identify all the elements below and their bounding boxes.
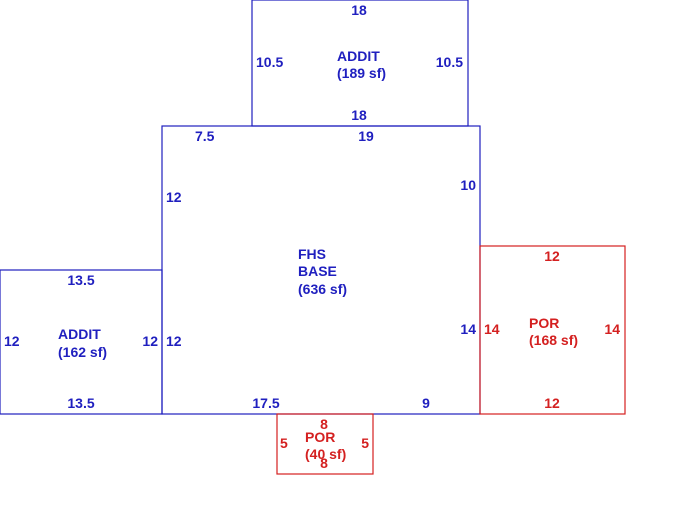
addition-left-outline [0, 269, 163, 415]
porch-right-dim-top: 12 [544, 248, 560, 264]
base-dim-bottom-left: 17.5 [252, 395, 279, 411]
base-dim-right-lower: 14 [460, 321, 476, 337]
porch-bottom-outline [276, 413, 374, 475]
porch-right-label: POR [529, 315, 559, 331]
base-dim-top-left: 7.5 [195, 128, 215, 144]
addition-top-area: 18 10.5 10.5 ADDIT (189 sf) 18 [251, 0, 469, 127]
base-dim-left-lower: 12 [166, 333, 182, 349]
base-dim-bottom-right: 9 [422, 395, 430, 411]
addition-left-dim-left: 12 [4, 333, 20, 349]
addition-top-dim-left: 10.5 [256, 54, 283, 70]
porch-right-area: 12 POR (168 sf) 14 14 12 [479, 245, 626, 415]
porch-bottom-dim-right: 5 [361, 435, 369, 451]
porch-bottom-area-value: (40 sf) [305, 446, 346, 462]
porch-bottom-area: 8 POR 5 5 (40 sf) 8 [276, 413, 374, 475]
base-area: 7.5 19 10 12 FHS BASE (636 sf) 14 12 17.… [161, 125, 481, 415]
porch-right-area-value: (168 sf) [529, 332, 578, 348]
porch-bottom-label: POR [305, 429, 335, 445]
addition-top-dim-top: 18 [351, 2, 367, 18]
base-dim-left-upper: 12 [166, 189, 182, 205]
addition-left-area-value: (162 sf) [58, 344, 107, 360]
porch-right-dim-right: 14 [604, 321, 620, 337]
porch-right-dim-bottom: 12 [544, 395, 560, 411]
base-area-value: (636 sf) [298, 281, 347, 297]
addition-top-dim-bottom: 18 [351, 107, 367, 123]
base-dim-right-upper: 10 [460, 177, 476, 193]
addition-top-label: ADDIT [337, 48, 380, 64]
porch-bottom-dim-top: 8 [320, 416, 328, 432]
porch-right-outline [479, 245, 626, 415]
porch-bottom-dim-left: 5 [280, 435, 288, 451]
porch-right-dim-left: 14 [484, 321, 500, 337]
base-dim-top-right: 19 [358, 128, 374, 144]
addition-left-dim-bottom: 13.5 [67, 395, 94, 411]
addition-left-area: 13.5 12 ADDIT (162 sf) 12 13.5 [0, 269, 163, 415]
base-label-line2: BASE [298, 263, 337, 279]
addition-left-dim-right: 12 [142, 333, 158, 349]
addition-left-label: ADDIT [58, 326, 101, 342]
base-label-line1: FHS [298, 246, 326, 262]
porch-bottom-dim-bottom: 8 [320, 455, 328, 471]
addition-left-dim-top: 13.5 [67, 272, 94, 288]
addition-top-area-value: (189 sf) [337, 65, 386, 81]
addition-top-dim-right: 10.5 [436, 54, 463, 70]
